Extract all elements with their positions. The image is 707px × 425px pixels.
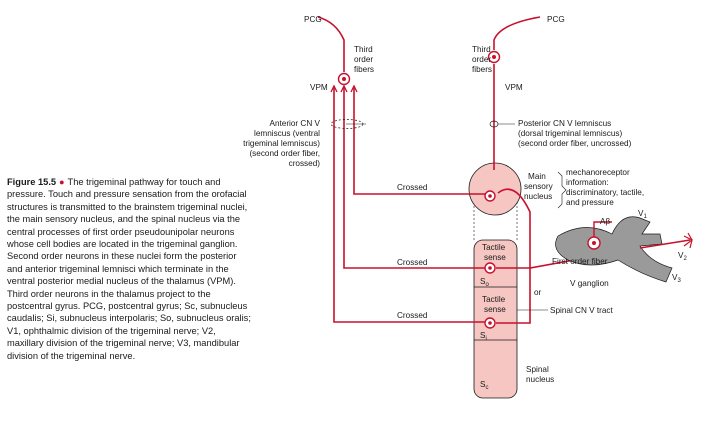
main-sensory-2: sensory (524, 182, 554, 191)
spinal-nucleus-2: nucleus (526, 375, 554, 384)
second-order-neuron-so-core (488, 266, 492, 270)
anterior-lemniscus-1: Anterior CN V (269, 119, 320, 128)
receptor-ending-icon (683, 232, 694, 249)
vpm-right-label: VPM (505, 83, 523, 92)
anterior-lemniscus-4: (second order fiber, (249, 149, 320, 158)
tactile-sense-2-a: Tactile (482, 295, 506, 304)
mechanoreceptor-1: mechanoreceptor (566, 168, 630, 177)
spinal-tract-label: Spinal CN V tract (550, 306, 614, 315)
anterior-fiber-main (353, 86, 490, 195)
sc-label: Sc (480, 380, 488, 391)
third-order-fiber-left (317, 16, 345, 72)
vpm-neuron-left-core (342, 77, 346, 81)
first-order-branch-si (496, 268, 531, 324)
so-label: So (480, 277, 489, 288)
third-order-left-3: fibers (354, 65, 374, 74)
anterior-fiber-so (343, 86, 490, 269)
spinal-nucleus-1: Spinal (526, 365, 549, 374)
peripheral-process (593, 221, 612, 237)
first-order-fiber-label: First order fiber (552, 257, 608, 266)
spinal-nucleus-column (473, 239, 518, 399)
v3-label: V3 (672, 273, 681, 284)
posterior-lemniscus-1: Posterior CN V lemniscus (518, 119, 611, 128)
mechanoreceptor-3: discriminatory, tactile, (566, 188, 644, 197)
main-sensory-nucleus (468, 162, 522, 216)
pcg-right-label: PCG (547, 15, 565, 24)
v-ganglion-label: V ganglion (570, 279, 609, 288)
or-label: or (534, 288, 542, 297)
pcg-left-label: PCG (304, 15, 322, 24)
third-order-right-3: fibers (472, 65, 492, 74)
mechanoreceptor-4: and pressure (566, 198, 614, 207)
crossed-label-3: Crossed (397, 311, 428, 320)
vpm-neuron-right-core (492, 55, 496, 59)
anterior-lemniscus-2: lemniscus (ventral (254, 129, 320, 138)
crossed-label-2: Crossed (397, 258, 428, 267)
third-order-left-1: Third (354, 45, 373, 54)
tactile-sense-1-b: sense (484, 253, 506, 262)
tactile-sense-1-a: Tactile (482, 243, 506, 252)
third-order-left-2: order (354, 55, 373, 64)
main-sensory-1: Main (528, 172, 546, 181)
mechanoreceptor-2: information: (566, 178, 609, 187)
third-order-right-2: order (472, 55, 491, 64)
posterior-lemniscus-2: (dorsal trigeminal lemniscus) (518, 129, 622, 138)
third-order-right-1: Third (472, 45, 491, 54)
brace-icon (557, 171, 567, 209)
caption-text: The trigeminal pathway for touch and pre… (7, 177, 251, 361)
vpm-left-label: VPM (310, 83, 328, 92)
figure-caption: Figure 15.5●The trigeminal pathway for t… (7, 176, 253, 362)
anterior-lemniscus-5: crossed) (289, 159, 321, 168)
second-order-neuron-si-core (488, 321, 492, 325)
figure-number: Figure 15.5 (7, 177, 57, 187)
anterior-lemniscus-3: trigeminal lemniscus) (243, 139, 320, 148)
si-label: Si (480, 331, 487, 342)
first-order-fiber-main (497, 188, 641, 269)
crossed-label-1: Crossed (397, 183, 428, 192)
tactile-sense-2-b: sense (484, 305, 506, 314)
a-beta-label: Aβ (600, 217, 610, 226)
bullet-icon: ● (59, 177, 65, 187)
second-order-neuron-main-core (488, 194, 492, 198)
posterior-lemniscus-3: (second order fiber, uncrossed) (518, 139, 632, 148)
anterior-fiber-si (333, 86, 490, 323)
v1-label: V1 (638, 209, 647, 220)
first-order-neuron-core (592, 241, 596, 245)
peripheral-fiber (639, 239, 691, 249)
third-order-fiber-right (493, 16, 541, 50)
trigeminal-ganglion (555, 216, 673, 283)
v2-label: V2 (678, 251, 687, 262)
main-sensory-3: nucleus (524, 192, 552, 201)
axon-terminal-icon (330, 84, 358, 93)
